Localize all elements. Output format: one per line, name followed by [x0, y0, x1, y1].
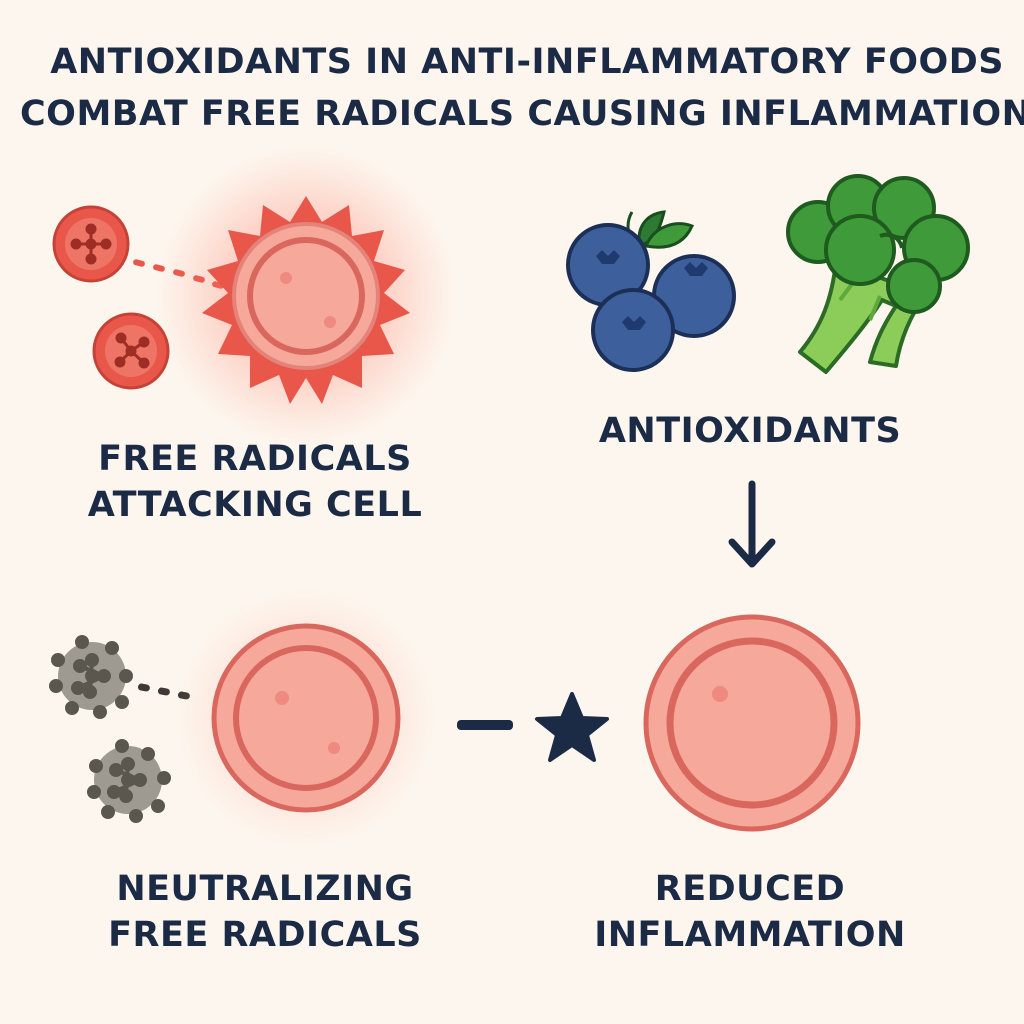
free-radicals-label-line-1: FREE RADICALS: [98, 439, 412, 479]
free-radicals-label-line-2: ATTACKING CELL: [87, 485, 423, 525]
neutralizing-label: NEUTRALIZING FREE RADICALS: [70, 866, 460, 958]
neutralizing-label-line-1: NEUTRALIZING: [116, 869, 414, 909]
neutralized-molecule-icon: [87, 739, 171, 823]
antioxidants-label: ANTIOXIDANTS: [560, 408, 940, 454]
neutralized-molecule-icon: [49, 635, 133, 719]
free-radicals-label: FREE RADICALS ATTACKING CELL: [60, 436, 450, 528]
broccoli-icon: [786, 174, 970, 374]
title-line-2: COMBAT FREE RADICALS CAUSING INFLAMMATIO…: [20, 94, 1024, 134]
healthy-cell-icon: [643, 614, 861, 832]
reduced-inflammation-label-line-1: REDUCED: [654, 869, 846, 909]
reduced-inflammation-label-line-2: INFLAMMATION: [594, 915, 906, 955]
star-icon: [535, 692, 609, 762]
free-radical-molecule-icon: [92, 312, 170, 390]
blueberries-icon: [566, 210, 736, 372]
title-line-1: ANTIOXIDANTS IN ANTI-INFLAMMATORY FOODS: [50, 42, 1004, 82]
free-radical-molecule-icon: [52, 205, 130, 283]
inflamed-cell-icon: [156, 146, 456, 446]
neutralizing-label-line-2: FREE RADICALS: [108, 915, 422, 955]
antioxidants-label-line-1: ANTIOXIDANTS: [598, 411, 902, 451]
down-arrow-icon: [728, 480, 776, 568]
minus-dash: [457, 720, 513, 730]
reduced-inflammation-label: REDUCED INFLAMMATION: [560, 866, 940, 958]
page-title: ANTIOXIDANTS IN ANTI-INFLAMMATORY FOODS …: [20, 36, 1024, 140]
calm-cell-icon: [176, 588, 436, 848]
